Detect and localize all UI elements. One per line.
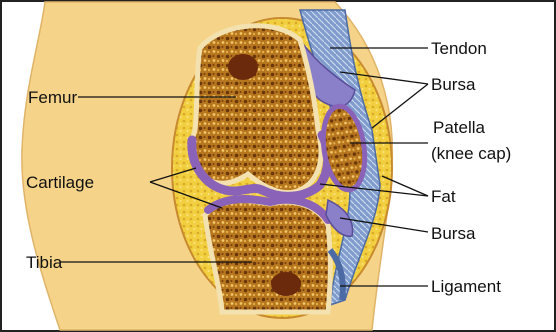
tibia-marrow — [271, 272, 301, 296]
label-tibia: Tibia — [26, 253, 63, 272]
label-bursa-lower: Bursa — [431, 224, 476, 243]
label-ligament: Ligament — [431, 277, 501, 296]
label-knee-cap: (knee cap) — [431, 144, 511, 163]
label-bursa-upper: Bursa — [431, 75, 476, 94]
label-cartilage: Cartilage — [26, 173, 94, 192]
femur-marrow — [228, 54, 258, 80]
label-femur: Femur — [28, 88, 77, 107]
femur-bone — [191, 26, 321, 193]
label-patella: Patella — [433, 118, 486, 137]
tibia-bone — [205, 201, 330, 312]
label-tendon: Tendon — [431, 39, 487, 58]
label-fat: Fat — [431, 187, 456, 206]
